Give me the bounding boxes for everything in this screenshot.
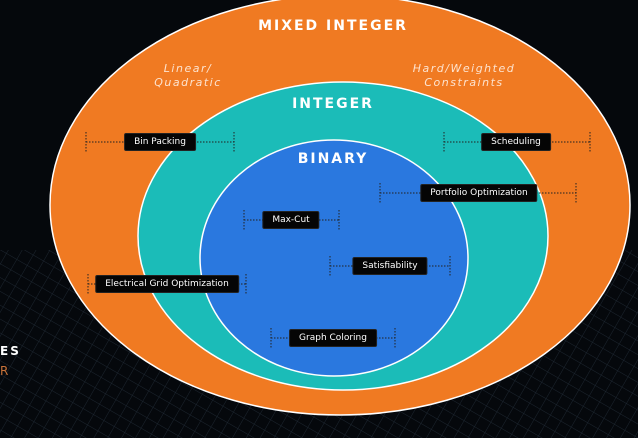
- sub-line: Constraints: [424, 76, 504, 89]
- binary-ring: [199, 139, 469, 377]
- linear-quadratic-label: Linear/Quadratic: [154, 62, 222, 90]
- problem-satisfiability: Satisfiability: [352, 257, 428, 275]
- problem-max-cut: Max-Cut: [262, 211, 320, 229]
- problem-bin-packing: Bin Packing: [124, 133, 196, 151]
- background-text-fragment-orange: R: [0, 364, 11, 378]
- integer-title: INTEGER: [292, 96, 374, 112]
- background-text-fragment: ES: [0, 344, 21, 358]
- mixed-integer-title: MIXED INTEGER: [258, 18, 408, 34]
- sub-line: Linear/: [163, 62, 213, 75]
- binary-title: BINARY: [297, 151, 369, 167]
- problem-electrical-grid: Electrical Grid Optimization: [95, 275, 239, 293]
- problem-scheduling: Scheduling: [481, 133, 551, 151]
- problem-graph-coloring: Graph Coloring: [289, 329, 377, 347]
- sub-line: Hard/Weighted: [412, 62, 516, 75]
- problem-portfolio-optimization: Portfolio Optimization: [420, 184, 538, 202]
- sub-line: Quadratic: [154, 76, 222, 89]
